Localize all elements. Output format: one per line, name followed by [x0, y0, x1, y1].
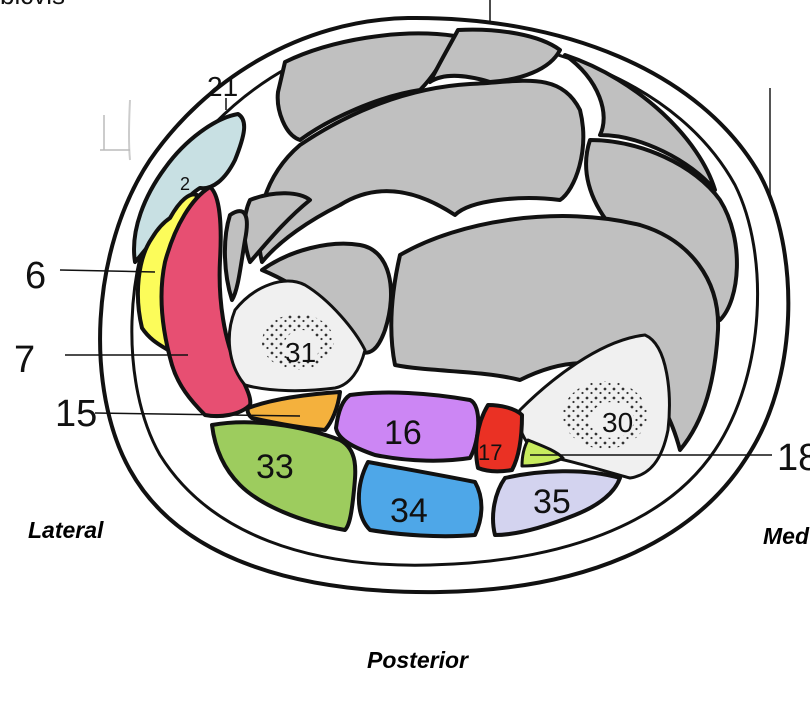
label-35: 35: [533, 483, 571, 521]
ulna-medullary-cavity: [590, 402, 634, 438]
orientation-lateral: Lateral: [28, 517, 104, 543]
muscle-16-purple: [334, 390, 481, 463]
header-fragment: bicvis: [0, 0, 65, 10]
orientation-medial: Med: [763, 523, 810, 549]
label-18: 18: [777, 437, 810, 479]
label-2: 2: [180, 174, 190, 194]
orientation-posterior: Posterior: [367, 647, 469, 673]
label-31: 31: [285, 337, 316, 368]
background-skin-line: [100, 115, 130, 151]
label-15: 15: [55, 393, 97, 435]
label-7: 7: [14, 339, 35, 381]
anterior-muscle-lateral-sliver: [222, 209, 249, 302]
muscle-33-green: [210, 420, 358, 532]
label-6: 6: [25, 255, 46, 297]
anterior-muscle-intermediate: [256, 78, 586, 264]
muscle-35-lavender: [491, 469, 622, 537]
anterior-muscle-medial-superficial: [563, 53, 717, 192]
muscle-34-blue: [356, 460, 484, 539]
label-16: 16: [384, 414, 422, 452]
deep-anterior-muscle-large: [389, 214, 721, 452]
label-30: 30: [602, 407, 633, 438]
leader-line-6: [59, 269, 156, 273]
label-33: 33: [256, 448, 294, 486]
radius-medullary-cavity: [284, 330, 320, 362]
label-34: 34: [390, 492, 428, 530]
muscle-18-lime: [520, 438, 565, 468]
label-17: 17: [478, 440, 502, 465]
background-skin-line: [128, 99, 131, 161]
muscle-17-red: [474, 403, 524, 474]
label-21: 21: [207, 71, 238, 102]
leader-line-15: [94, 412, 301, 417]
